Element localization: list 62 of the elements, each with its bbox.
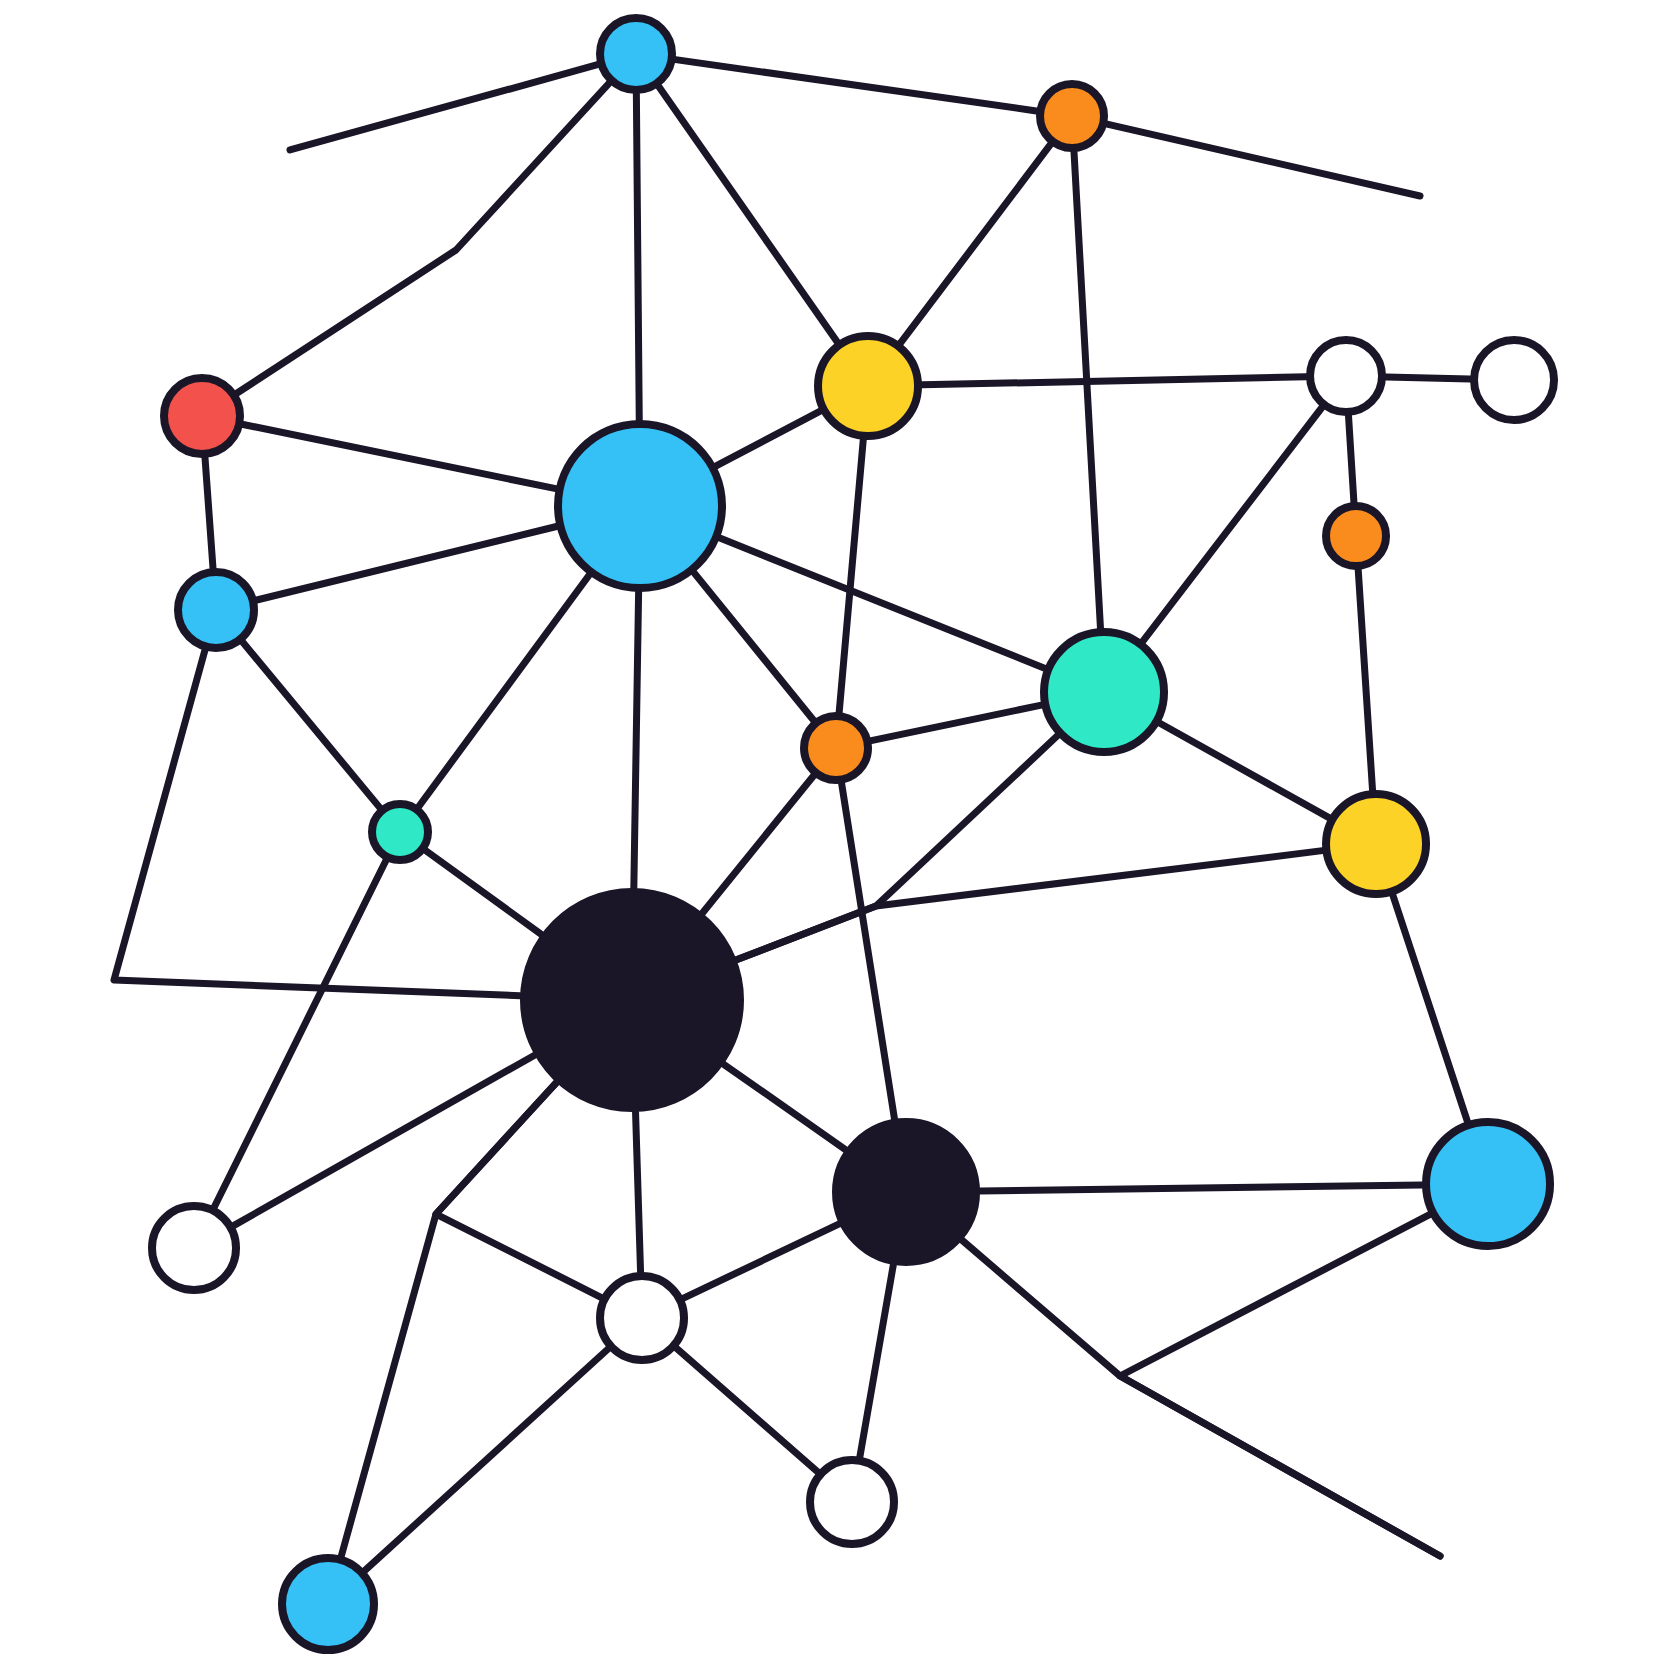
- connector-line: [201, 454, 217, 572]
- connector-line: [897, 141, 1054, 347]
- connector-line: [1345, 412, 1358, 506]
- connector-line: [673, 1344, 821, 1476]
- connector-line: [230, 1051, 539, 1229]
- connector-line: [253, 523, 560, 604]
- connector-line: [976, 1181, 1426, 1195]
- connector-line: [210, 857, 390, 1211]
- node-circle: [1036, 80, 1108, 152]
- connector-line: [716, 534, 1049, 672]
- connector-line: [1116, 1211, 1444, 1560]
- connector-line: [415, 571, 593, 810]
- connector-line: [286, 61, 601, 154]
- node-circle: [1470, 336, 1558, 424]
- node-circle: [814, 332, 922, 440]
- connector-line: [672, 56, 1040, 115]
- connector-line: [632, 1108, 645, 1276]
- connector-line: [422, 847, 545, 938]
- connector-line: [361, 1345, 612, 1574]
- connector-line: [239, 638, 384, 811]
- connector-line: [1156, 719, 1333, 822]
- node-circle: [368, 800, 432, 864]
- node-circle: [148, 1202, 240, 1294]
- node-circle: [520, 888, 744, 1112]
- connector-line: [918, 373, 1310, 389]
- connector-line: [1382, 373, 1474, 383]
- connector-line: [110, 647, 524, 1000]
- connector-line: [239, 420, 560, 493]
- connector-line: [1103, 120, 1424, 200]
- node-circle: [806, 1456, 898, 1548]
- connector-line: [690, 569, 817, 724]
- connector-line: [630, 588, 643, 892]
- connector-line: [1070, 148, 1104, 632]
- connector-line: [699, 772, 817, 917]
- connector-line: [632, 90, 643, 424]
- connector-line: [233, 79, 613, 397]
- connector-line: [835, 436, 867, 716]
- connector-line: [867, 701, 1045, 745]
- node-circle: [174, 568, 258, 652]
- connector-line: [856, 1261, 897, 1461]
- connector-line: [1389, 891, 1471, 1125]
- node-circle: [596, 14, 676, 94]
- connector-line: [432, 1079, 605, 1301]
- node-circle: [160, 374, 244, 458]
- node-circle: [278, 1554, 378, 1654]
- node-circle: [1322, 502, 1390, 570]
- connector-line: [655, 83, 841, 346]
- connector-line: [720, 1060, 849, 1154]
- connector-line: [733, 847, 1326, 964]
- connector-line: [1354, 566, 1377, 794]
- connector-line: [1139, 404, 1326, 645]
- node-circle: [800, 712, 872, 784]
- connector-line: [680, 1220, 843, 1302]
- connector-line: [838, 780, 898, 1123]
- node-circle: [554, 420, 726, 592]
- node-circle: [1040, 628, 1168, 756]
- node-circle: [1322, 790, 1430, 898]
- node-circle: [596, 1272, 688, 1364]
- connector-line: [712, 407, 824, 470]
- node-circle: [832, 1118, 980, 1266]
- node-circle: [1422, 1118, 1555, 1250]
- node-circle: [1306, 336, 1386, 416]
